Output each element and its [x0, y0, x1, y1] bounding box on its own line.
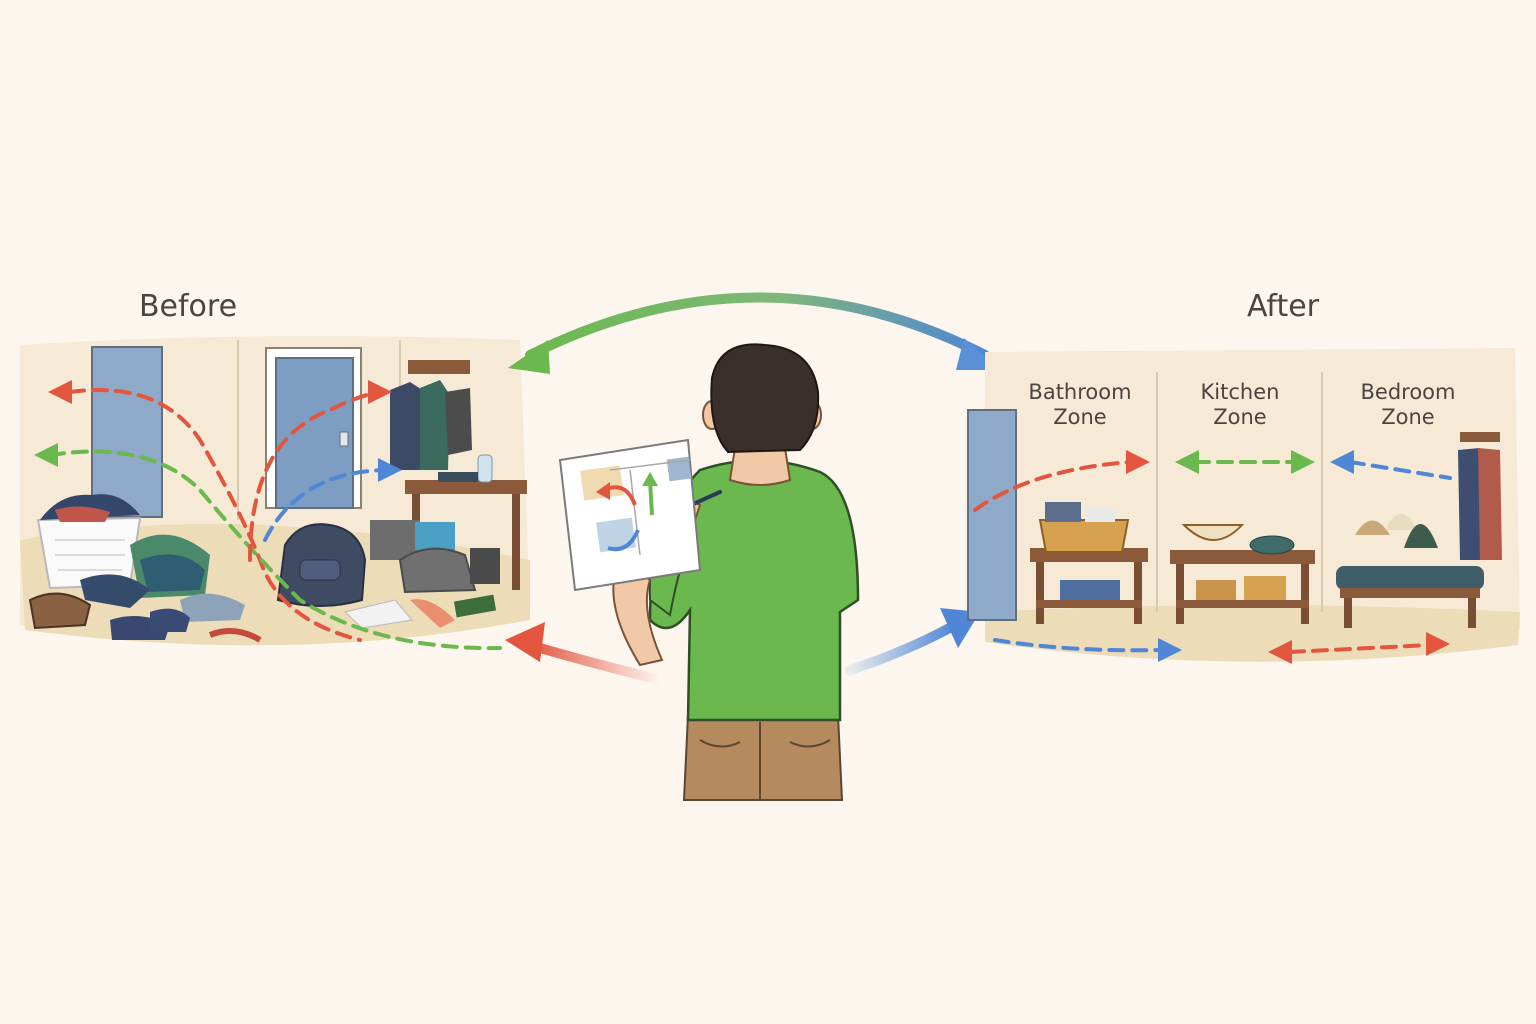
bedroom-bench	[1336, 432, 1502, 628]
zone-label-kitchen-2: Zone	[1213, 405, 1266, 429]
before-scene: Before	[20, 289, 530, 651]
zone-label-bathroom-1: Bathroom	[1028, 380, 1131, 404]
coat-rack	[408, 360, 470, 374]
after-scene: After Bathroom Zone Kitchen Zone Bedroom…	[967, 289, 1520, 664]
zone-label-bedroom-2: Zone	[1381, 405, 1434, 429]
before-title: Before	[139, 289, 237, 324]
kitchen-shelf	[1170, 524, 1315, 624]
floor-plan-board	[558, 438, 702, 592]
duffel-bag	[398, 547, 477, 594]
after-door	[967, 409, 1017, 621]
bathroom-shelf	[1030, 502, 1148, 624]
zone-label-kitchen-1: Kitchen	[1201, 380, 1280, 404]
forward-arrow-blue	[845, 620, 960, 675]
person-pants	[682, 714, 844, 801]
before-table	[405, 480, 527, 494]
top-cycle-arrow	[525, 292, 990, 360]
after-title: After	[1247, 289, 1320, 324]
shoe-pair	[28, 592, 92, 630]
after-room-floor	[985, 605, 1520, 662]
zone-label-bathroom-2: Zone	[1053, 405, 1106, 429]
left-door	[91, 346, 163, 518]
person-planning	[558, 343, 860, 801]
person-hair	[710, 343, 820, 454]
zone-label-bedroom-1: Bedroom	[1361, 380, 1456, 404]
arrow-head-left	[508, 340, 550, 374]
